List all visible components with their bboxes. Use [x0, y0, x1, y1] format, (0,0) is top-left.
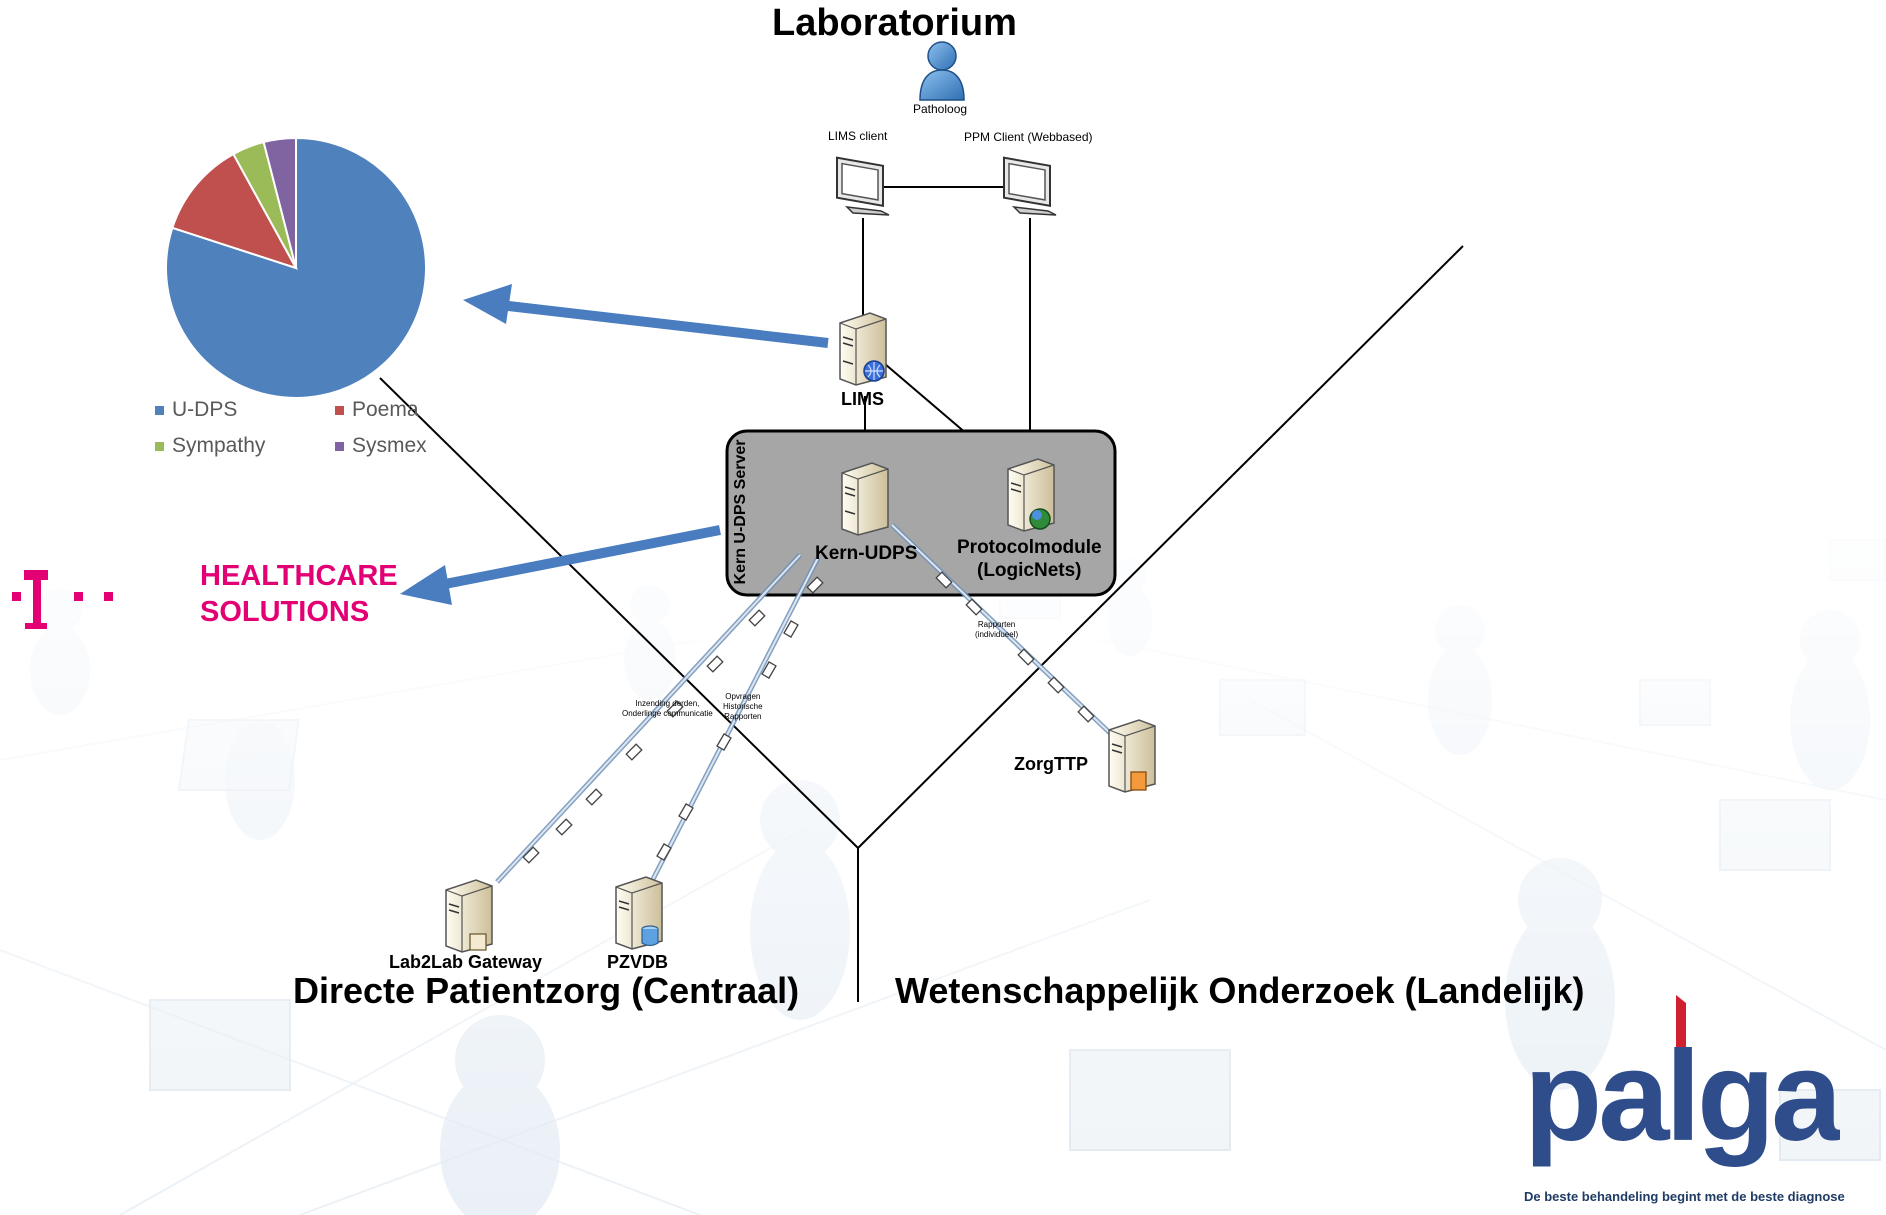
section-right-title: Wetenschappelijk Onderzoek (Landelijk) [895, 970, 1585, 1011]
palga-logo: palga [1524, 995, 1840, 1168]
legend-swatch [155, 441, 164, 451]
legend-swatch [335, 405, 344, 415]
lims-label: LIMS [841, 389, 884, 409]
zorgttp-label: ZorgTTP [1014, 754, 1088, 774]
legend-item-udps: U-DPS [155, 398, 237, 422]
pie-chart [165, 136, 427, 399]
legend-item-poema: Poema [335, 398, 419, 422]
person-icon [919, 41, 965, 101]
link-label-opvragen: Opvragen Historische Rapporten [723, 692, 763, 721]
server-icon[interactable] [834, 309, 892, 387]
divider-left-line [379, 377, 859, 849]
lims-client-label: LIMS client [828, 129, 888, 143]
section-left-title: Directe Patientzorg (Centraal) [293, 970, 800, 1011]
server-icon[interactable] [440, 876, 498, 954]
lab2lab-gateway-label: Lab2Lab Gateway [389, 952, 543, 972]
divider-right-line [857, 245, 1464, 849]
link-label-inzending: Inzending derden, Onderlinge communicati… [622, 699, 713, 718]
monitor-icon[interactable] [833, 155, 893, 217]
legend-swatch [335, 441, 344, 451]
palga-wordmark: palga [1524, 1025, 1840, 1168]
healthcare-solutions-logo-text: HEALTHCARE SOLUTIONS [200, 560, 398, 628]
link-label-rapporten: Rapporten (individueel) [975, 620, 1019, 639]
patholoog-label: Patholoog [913, 102, 968, 116]
telekom-t-logo [12, 570, 113, 629]
legend-item-sympathy: Sympathy [155, 434, 265, 458]
kern-udps-label: Kern-UDPS [815, 543, 918, 564]
server-icon[interactable] [610, 873, 668, 951]
page-title: Laboratorium [772, 2, 1017, 44]
arrow-to-pie [463, 284, 829, 348]
server-icon[interactable] [1103, 716, 1161, 794]
protocolmodule-label: Protocolmodule [957, 537, 1102, 558]
kern-group-label: Kern U-DPS Server [732, 439, 749, 585]
server-icon[interactable] [836, 459, 894, 537]
legend-swatch [155, 405, 164, 415]
pie-slice-sysmex [262, 136, 297, 269]
logicnets-label: (LogicNets) [977, 560, 1082, 581]
legend-item-sysmex: Sysmex [335, 434, 427, 458]
ppm-client-label: PPM Client (Webbased) [964, 130, 1093, 144]
arrow-to-telekom [400, 525, 721, 605]
pie-slice-poema [171, 152, 299, 270]
monitor-icon[interactable] [1000, 155, 1060, 217]
palga-tagline: De beste behandeling begint met de beste… [1524, 1189, 1845, 1204]
server-icon[interactable] [1002, 455, 1060, 533]
pzvdb-label: PZVDB [607, 952, 669, 972]
